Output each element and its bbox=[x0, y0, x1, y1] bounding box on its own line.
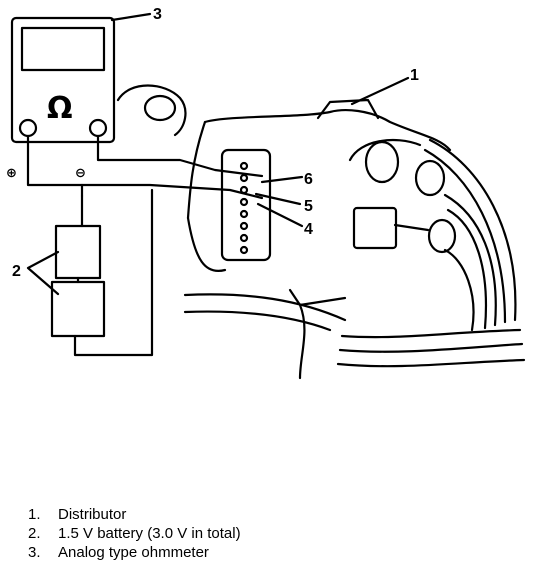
callout-1: 1 bbox=[410, 67, 419, 84]
callout-leader-6 bbox=[260, 175, 304, 184]
legend-text: Analog type ohmmeter bbox=[58, 544, 209, 561]
pickup-coil-housing bbox=[220, 148, 272, 262]
negative-terminal-mark: ⊖ bbox=[75, 166, 86, 181]
distributor bbox=[116, 84, 457, 380]
ohmmeter: Ω ⊕ ⊖ bbox=[6, 16, 116, 181]
battery-pack bbox=[26, 194, 106, 338]
meter-positive-jack bbox=[18, 118, 38, 138]
callout-2: 2 bbox=[12, 263, 21, 280]
distributor-test-diagram: Ω ⊕ ⊖ bbox=[6, 6, 526, 380]
callout-4: 4 bbox=[304, 221, 313, 238]
legend-item: 1. Distributor bbox=[28, 505, 241, 524]
legend-number: 3. bbox=[28, 544, 41, 561]
battery-callout-lines bbox=[26, 250, 60, 296]
callouts: 1 3 2 6 5 4 bbox=[12, 6, 419, 280]
callout-3: 3 bbox=[153, 6, 162, 23]
positive-terminal-mark: ⊕ bbox=[6, 166, 17, 181]
callout-5: 5 bbox=[304, 198, 313, 215]
ohm-symbol: Ω bbox=[47, 91, 73, 126]
legend-text: 1.5 V battery (3.0 V in total) bbox=[58, 525, 241, 542]
pickup-terminals bbox=[239, 161, 249, 255]
legend-text: Distributor bbox=[58, 506, 127, 523]
callout-leader-3 bbox=[110, 12, 152, 22]
test-leads bbox=[26, 134, 264, 357]
battery-cell-upper bbox=[54, 224, 102, 280]
callout-leader-4 bbox=[256, 202, 304, 228]
distributor-connector bbox=[352, 206, 398, 250]
legend: 1. Distributor 2. 1.5 V battery (3.0 V i… bbox=[28, 505, 241, 562]
callout-6: 6 bbox=[304, 171, 313, 188]
legend-number: 1. bbox=[28, 506, 41, 523]
meter-dial-window bbox=[20, 26, 106, 72]
legend-item: 2. 1.5 V battery (3.0 V in total) bbox=[28, 524, 241, 543]
meter-negative-jack bbox=[88, 118, 108, 138]
callout-leader-1 bbox=[350, 76, 410, 106]
battery-cell-lower bbox=[50, 280, 106, 338]
legend-number: 2. bbox=[28, 525, 41, 542]
ignition-cables bbox=[336, 138, 526, 368]
legend-item: 3. Analog type ohmmeter bbox=[28, 543, 241, 562]
callout-leader-5 bbox=[254, 192, 302, 206]
